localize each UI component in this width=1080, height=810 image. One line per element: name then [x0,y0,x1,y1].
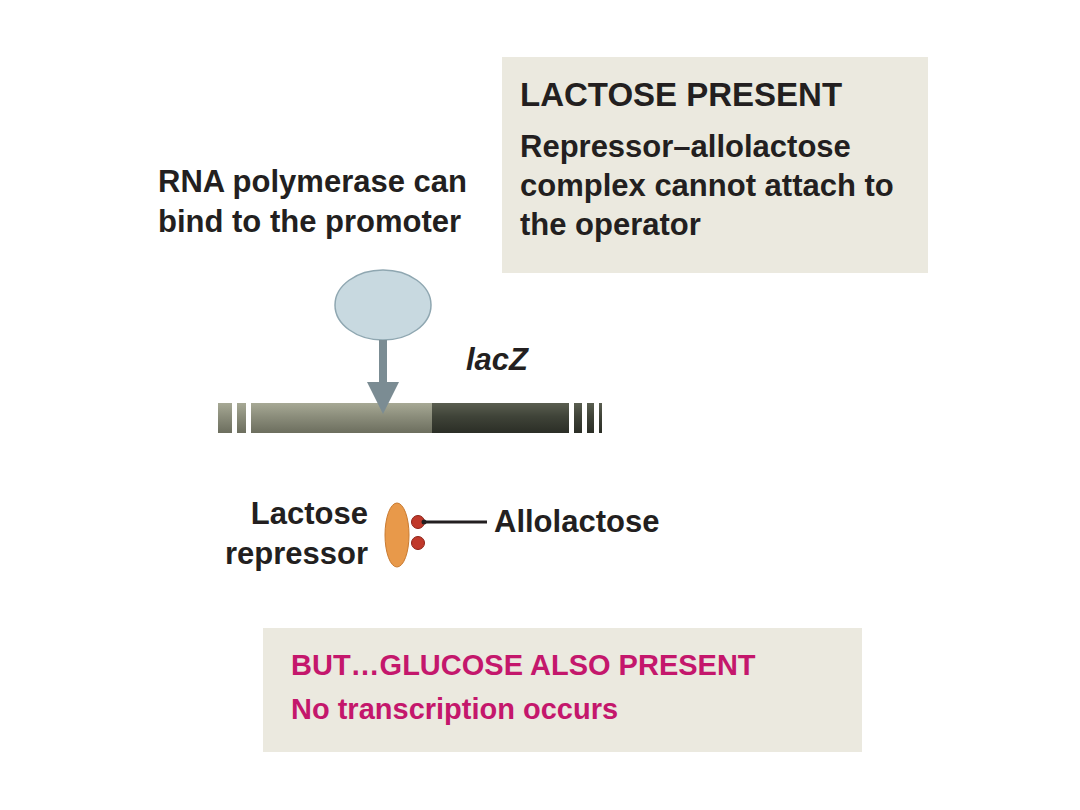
lactose-repressor-shape [385,503,409,567]
gene-label: lacZ [466,340,586,380]
dna-strand [218,400,612,436]
text-panel: BUT…GLUCOSE ALSO PRESENT No transcription… [263,628,862,752]
allolactose-label: Allolactose [494,502,734,542]
leader-dot [422,520,427,525]
panel-body: No transcription occurs [291,690,848,728]
panel-heading: LACTOSE PRESENT [520,75,914,115]
repressor-label: Lactose repressor [168,494,368,574]
text-panel: LACTOSE PRESENT Repressor–allolactose com… [502,57,928,273]
binding-arrow [379,340,387,398]
leader-line [424,521,487,524]
panel-heading: BUT…GLUCOSE ALSO PRESENT [291,646,848,684]
panel-body: Repressor–allolactose complex cannot att… [520,127,914,244]
rna-polymerase [335,270,431,340]
allolactose-molecule [412,537,425,550]
rna-polymerase-label: RNA polymerase can bind to the promoter [158,162,468,242]
